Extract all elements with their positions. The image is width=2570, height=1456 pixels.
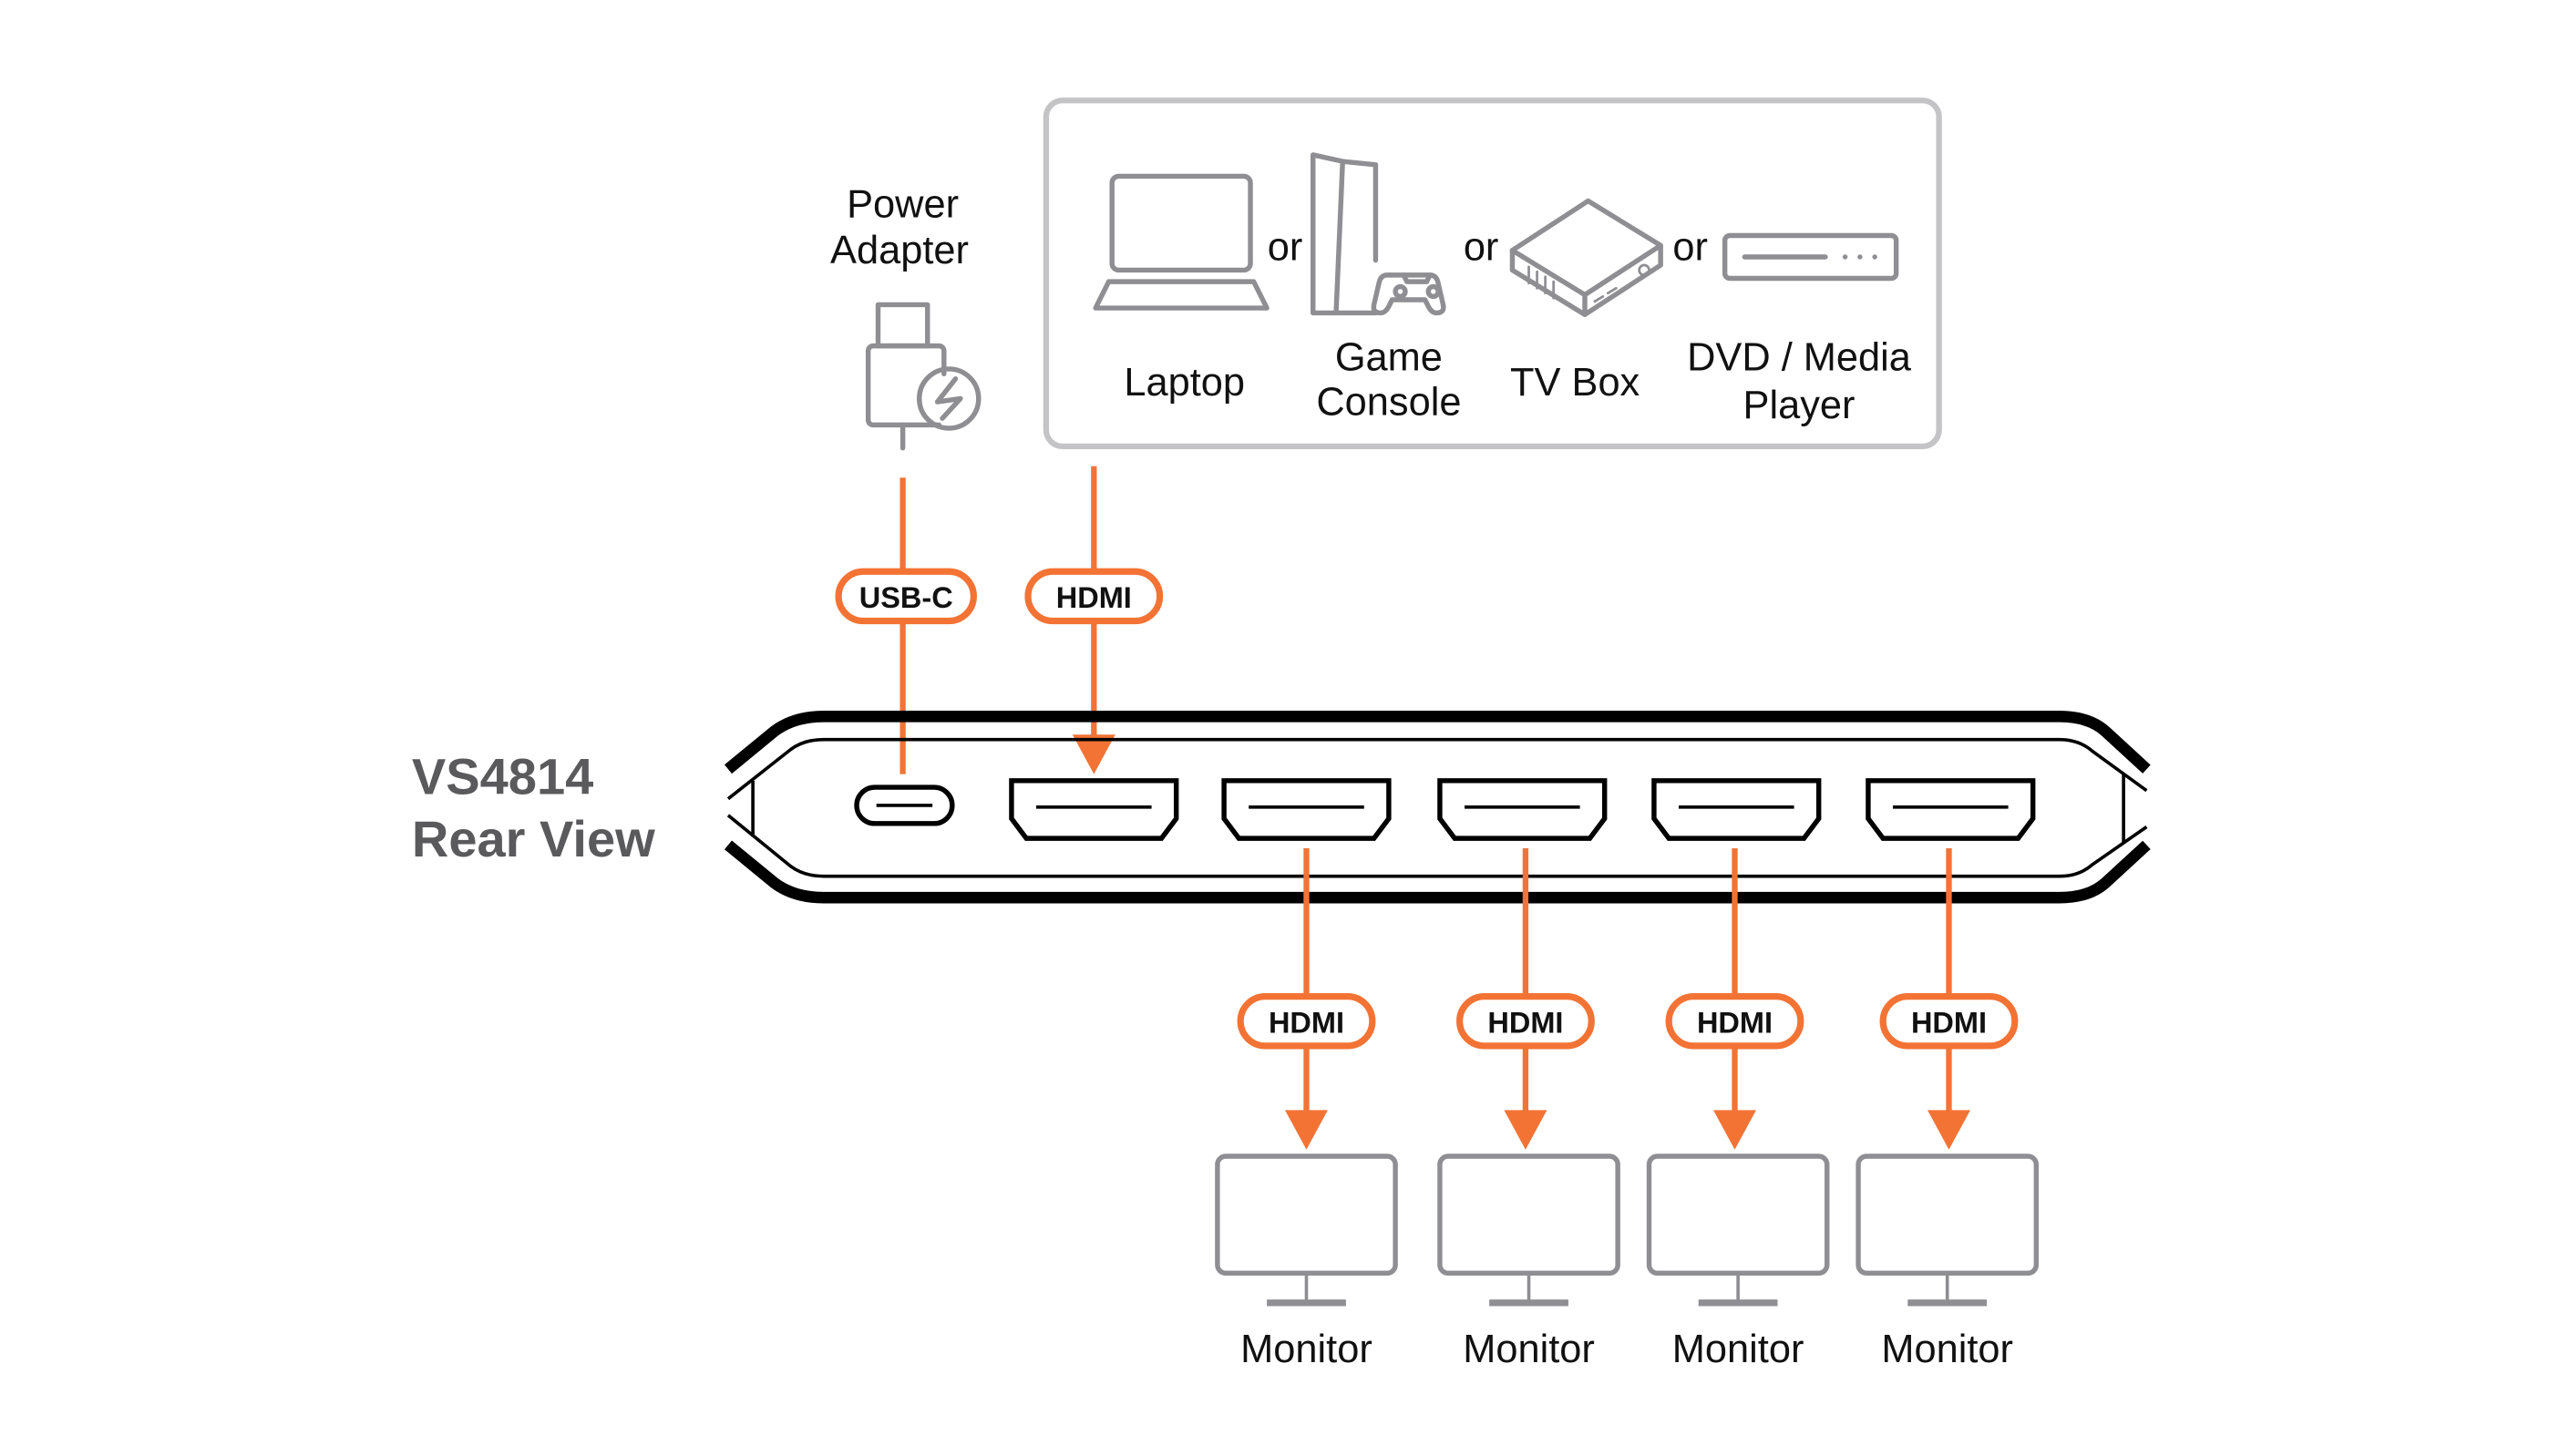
hdmi-ports [1009,778,2036,841]
hdmi-port-shape [1651,778,1822,841]
power-label-line1: Power [847,183,959,227]
hdmi-output-port [1221,778,1392,841]
arrow-down-icon [1504,1110,1547,1150]
output-chain: HDMI Monitor [1856,847,2040,1371]
hdmi-output-tag: HDMI [1697,1006,1773,1039]
hdmi-input-connection: HDMI [1024,466,1164,774]
hdmi-tag-pill [1237,993,1376,1050]
outputs: HDMI Monitor HDMI Monitor HDMI Monitor HDMI Mon… [1215,847,2040,1371]
output-chain: HDMI Monitor [1437,847,1620,1371]
source-label-dvd-2: Player [1743,384,1856,427]
source-label-game-console-1: Game [1335,336,1443,380]
source-label-game-console-2: Console [1316,381,1461,425]
device-model: VS4814 [412,747,593,805]
hdmi-output-tag: HDMI [1487,1006,1563,1039]
monitor-label: Monitor [1881,1328,2013,1371]
arrow-down-icon [1285,1110,1328,1150]
hdmi-output-port [1866,778,2036,841]
hdmi-tag-pill [1665,993,1804,1050]
source-label-laptop: Laptop [1124,361,1245,405]
hdmi-output-port [1437,778,1608,841]
source-label-dvd-1: DVD / Media [1687,336,1912,380]
monitor-icon [1856,1154,2040,1307]
hdmi-tag-pill [1456,993,1595,1050]
monitor-icon [1437,1154,1620,1307]
arrow-down-icon [1072,734,1115,774]
laptop-icon [1093,173,1270,311]
output-chain: HDMI Monitor [1215,847,1398,1371]
or-separator: or [1268,226,1303,270]
monitor-icon [1646,1154,1830,1307]
sources-box: Laptop or Game Console or TV Box or [1043,97,1942,450]
usb-c-tag: USB-C [859,581,953,614]
usb-c-port [854,784,955,826]
device-view: Rear View [412,810,655,867]
hdmi-input-tag: HDMI [1056,581,1132,614]
power-adapter: Power Adapter [830,183,982,451]
monitor-label: Monitor [1463,1328,1595,1371]
arrow-down-icon [1713,1110,1756,1150]
monitor-label: Monitor [1672,1328,1804,1371]
hdmi-port-shape [1437,778,1608,841]
game-console-icon [1311,152,1446,316]
or-separator: or [1464,226,1499,270]
hdmi-output-tag: HDMI [1269,1006,1344,1039]
hdmi-output-tag: HDMI [1911,1006,1987,1039]
device-title: VS4814 Rear View [412,747,655,867]
power-label-line2: Adapter [830,229,969,272]
hdmi-port-shape [1221,778,1392,841]
hdmi-output-port [1651,778,1822,841]
usb-c-connection: USB-C [835,477,977,774]
hdmi-tag-pill [1879,993,2019,1050]
monitor-icon [1215,1154,1398,1307]
arrow-down-icon [1928,1110,1970,1150]
hdmi-port-shape [1866,778,2036,841]
tv-box-icon [1509,198,1663,317]
power-adapter-icon [865,302,982,451]
hdmi-input-port [1009,778,1179,841]
device-body [724,711,2151,904]
or-separator: or [1672,226,1708,270]
hdmi-port-shape [1009,778,1179,841]
output-chain: HDMI Monitor [1646,847,1830,1371]
monitor-label: Monitor [1240,1328,1372,1371]
source-label-tv-box: TV Box [1510,361,1640,405]
dvd-player-icon [1722,232,1899,282]
